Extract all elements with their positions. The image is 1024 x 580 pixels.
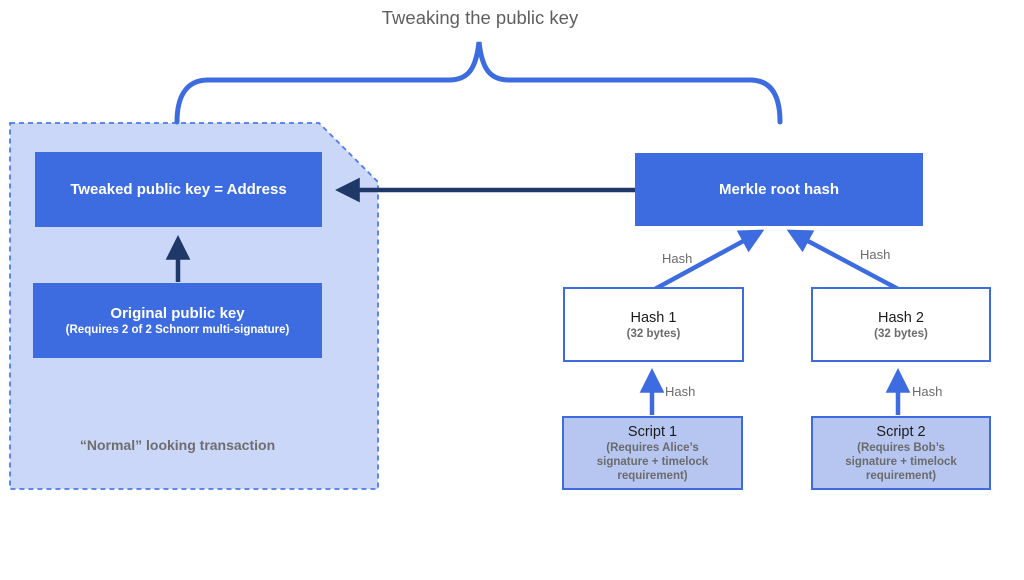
original-public-key-box: Original public key (Requires 2 of 2 Sch… (33, 283, 322, 358)
hash-edge-label-script1: Hash (665, 384, 696, 399)
hash1-subtitle: (32 bytes) (626, 327, 681, 340)
merkle-root-hash-box: Merkle root hash (635, 153, 923, 226)
script1-title: Script 1 (627, 424, 678, 440)
brace (174, 41, 783, 125)
script1-box: Script 1 (Requires Alice’s signature + t… (562, 416, 743, 490)
original-public-key-title: Original public key (110, 304, 245, 322)
hash1-box: Hash 1 (32 bytes) (563, 287, 744, 362)
script2-title: Script 2 (876, 424, 926, 440)
original-public-key-subtitle: (Requires 2 of 2 Schnorr multi-signature… (65, 323, 290, 336)
diagram-title: Tweaking the public key (381, 7, 579, 28)
hash-edge-label-script2: Hash (912, 384, 943, 399)
script2-subtitle: (Requires Bob’s signature + timelock req… (845, 442, 957, 482)
merkle-root-hash-label: Merkle root hash (718, 181, 840, 198)
script1-subtitle: (Requires Alice’s signature + timelock r… (596, 442, 709, 482)
hash2-subtitle: (32 bytes) (874, 327, 928, 340)
tweaked-public-key-box: Tweaked public key = Address (35, 152, 322, 227)
normal-transaction-caption: “Normal” looking transaction (79, 437, 276, 453)
hash1-to-merkle-arrow (653, 229, 765, 291)
hash2-box: Hash 2 (32 bytes) (811, 287, 991, 362)
hash-edge-label-merkle-left: Hash (662, 251, 693, 266)
hash2-to-merkle-arrow (786, 229, 900, 291)
hash2-title: Hash 2 (878, 309, 924, 326)
script2-box: Script 2 (Requires Bob’s signature + tim… (811, 416, 991, 490)
hash1-title: Hash 1 (630, 309, 677, 326)
tweaked-public-key-label: Tweaked public key = Address (70, 181, 287, 198)
hash-edge-label-merkle-right: Hash (860, 247, 891, 262)
